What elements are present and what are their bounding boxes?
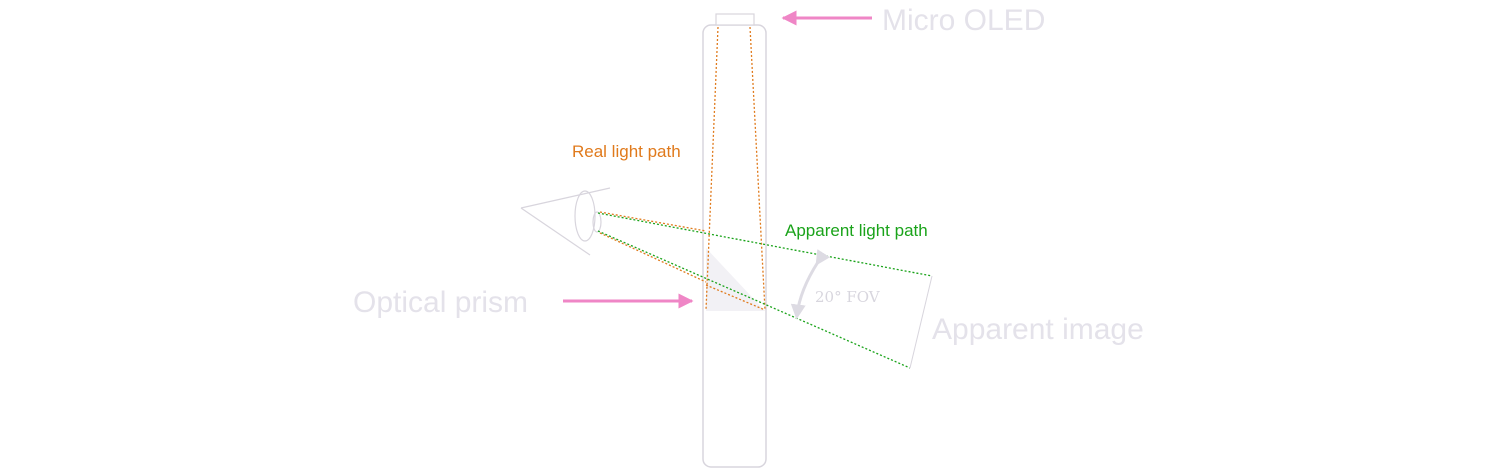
real-light-path [599, 26, 766, 311]
waveguide-body [702, 24, 767, 468]
apparent-image-plane [909, 275, 933, 369]
optical-prism-shape [706, 248, 765, 311]
fov-arrow [790, 249, 830, 320]
eye-icon [520, 187, 611, 256]
apparent-image-label: Apparent image [932, 313, 1144, 346]
real-light-path-label: Real light path [572, 142, 681, 161]
micro-oled-block [715, 13, 755, 26]
apparent-light-path-label: Apparent light path [785, 221, 928, 240]
apparent-light-path [597, 212, 933, 369]
optical-prism-label: Optical prism [353, 286, 528, 319]
fov-label: 20° FOV [815, 288, 881, 306]
micro-oled-label: Micro OLED [882, 4, 1045, 37]
